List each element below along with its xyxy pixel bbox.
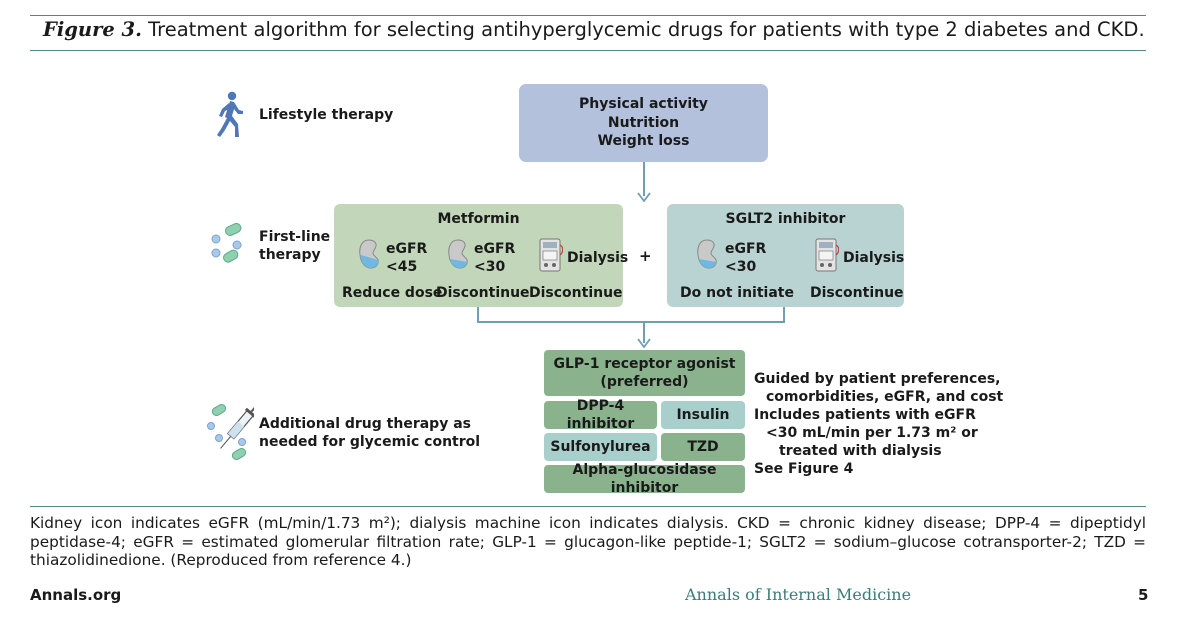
figure-caption: Figure 3. Treatment algorithm for select… xyxy=(43,18,1145,41)
arrowhead-icon xyxy=(637,338,651,348)
dpp4-inhibitor-box: DPP-4 inhibitor xyxy=(544,398,657,432)
dialysis-machine-icon xyxy=(539,238,563,272)
lifestyle-therapy-box: Physical activity Nutrition Weight loss xyxy=(519,84,768,162)
title-rule xyxy=(30,50,1146,51)
sglt2-egfr-30-label: eGFR <30 xyxy=(725,241,767,275)
kidney-icon xyxy=(448,239,468,269)
sulfonylurea-box: Sulfonylurea xyxy=(544,433,657,461)
metformin-title: Metformin xyxy=(437,211,520,227)
figure-label: Figure 3. xyxy=(43,18,142,41)
journal-name: Annals of Internal Medicine xyxy=(685,585,912,604)
sglt2-action-do-not-initiate: Do not initiate xyxy=(680,285,794,301)
metformin-egfr-30-label: eGFR <30 xyxy=(474,241,516,275)
figure-footnote: Kidney icon indicates eGFR (mL/min/1.73 … xyxy=(30,514,1146,569)
first-line-row-label: First-line therapy xyxy=(259,229,331,263)
dialysis-machine-icon xyxy=(815,238,839,272)
plus-sign: + xyxy=(639,247,652,265)
sglt2-dialysis-label: Dialysis xyxy=(843,250,905,266)
sglt2-title: SGLT2 inhibitor xyxy=(725,211,846,227)
connector-line xyxy=(643,321,645,343)
journal-website: Annals.org xyxy=(30,586,122,604)
lifestyle-item: Physical activity xyxy=(579,96,708,112)
syringe-and-pills-icon xyxy=(207,404,254,460)
sglt2-action-discontinue: Discontinue xyxy=(810,285,904,301)
tzd-box: TZD xyxy=(661,433,745,461)
connector-line xyxy=(783,307,785,322)
metformin-action-discontinue: Discontinue xyxy=(436,285,530,301)
alpha-glucosidase-inhibitor-box: Alpha-glucosidase inhibitor xyxy=(544,462,745,496)
kidney-icon xyxy=(697,239,717,269)
footnote-rule xyxy=(30,506,1146,507)
page-number: 5 xyxy=(1138,586,1149,604)
top-rule xyxy=(30,15,1146,16)
figure-caption-text: Treatment algorithm for selecting antihy… xyxy=(148,18,1145,41)
lifestyle-item: Weight loss xyxy=(597,133,690,149)
connector-line xyxy=(643,162,645,196)
metformin-action-reduce-dose: Reduce dose xyxy=(342,285,443,301)
guidance-text: Guided by patient preferences, comorbidi… xyxy=(754,371,1004,477)
lifestyle-item: Nutrition xyxy=(607,114,680,131)
metformin-dialysis-label: Dialysis xyxy=(567,250,629,266)
runner-icon xyxy=(217,91,243,137)
metformin-box: Metformin eGFR <45 Reduce dose eGFR <30 … xyxy=(334,204,628,307)
lifestyle-row-label: Lifestyle therapy xyxy=(259,107,394,123)
sglt2-inhibitor-box: SGLT2 inhibitor eGFR <30 Do not initiate… xyxy=(667,204,904,307)
pills-icon xyxy=(211,223,242,263)
connector-line xyxy=(477,321,785,323)
arrowhead-icon xyxy=(637,192,651,202)
glp1-receptor-agonist-box: GLP-1 receptor agonist (preferred) xyxy=(544,350,745,396)
connector-line xyxy=(477,307,479,322)
metformin-action-discontinue-dialysis: Discontinue xyxy=(529,285,623,301)
kidney-icon xyxy=(359,239,379,269)
insulin-box: Insulin xyxy=(661,401,745,429)
additional-row-label: Additional drug therapy as needed for gl… xyxy=(259,416,481,450)
metformin-egfr-45-label: eGFR <45 xyxy=(386,241,428,275)
